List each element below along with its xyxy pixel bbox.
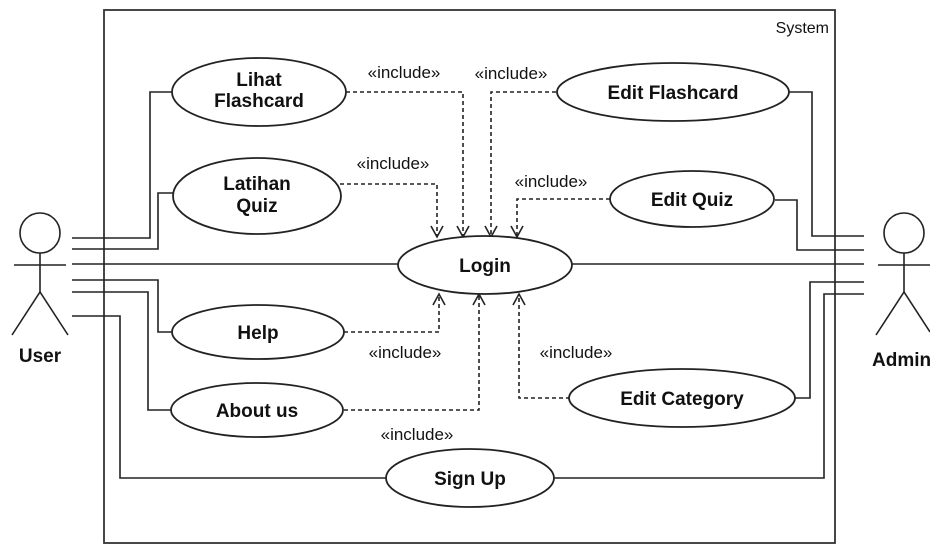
admin-associations [553, 91, 864, 479]
assoc-user-help [72, 279, 173, 333]
actor-user-legs [11, 290, 69, 336]
actor-user-head [19, 212, 61, 254]
use-case-sign-up: Sign Up [385, 448, 555, 508]
assoc-admin-edit-quiz [775, 199, 864, 251]
use-case-edit-quiz-label: Edit Quiz [651, 190, 733, 211]
system-label: System [776, 20, 829, 37]
use-case-sign-up-label: Sign Up [434, 469, 506, 490]
use-case-edit-flashcard: Edit Flashcard [556, 62, 790, 122]
use-case-login: Login [397, 235, 573, 295]
actor-admin: Admin [872, 212, 930, 371]
assoc-user-about-us [72, 291, 173, 411]
use-case-help-label: Help [237, 323, 278, 344]
use-case-edit-category: Edit Category [568, 368, 796, 428]
system-boundary [103, 9, 836, 544]
use-case-latihan-quiz-line2: Quiz [236, 196, 277, 217]
actor-admin-head [883, 212, 925, 254]
use-case-latihan-quiz: Latihan Quiz [172, 157, 342, 235]
use-case-edit-flashcard-label: Edit Flashcard [608, 83, 739, 104]
use-case-about-us-label: About us [216, 401, 298, 422]
include-label-latihan: «include» [357, 154, 430, 173]
use-case-lihat-flashcard-line1: Lihat [236, 70, 282, 91]
actor-user-label: User [19, 346, 62, 367]
use-case-edit-category-label: Edit Category [620, 389, 744, 410]
actor-admin-label: Admin [872, 350, 930, 371]
use-case-lihat-flashcard: Lihat Flashcard [171, 57, 347, 127]
include-label-edit-quiz: «include» [515, 172, 588, 191]
assoc-admin-sign-up [553, 293, 864, 479]
include-arrow-lihat-flashcard [346, 91, 464, 236]
include-arrow-edit-category [518, 294, 570, 399]
use-case-latihan-quiz-line1: Latihan [223, 174, 291, 195]
assoc-user-lihat-flashcard [72, 91, 173, 239]
assoc-admin-edit-category [795, 281, 864, 399]
assoc-user-sign-up [72, 315, 387, 479]
actor-admin-legs [875, 290, 930, 336]
use-case-edit-quiz: Edit Quiz [609, 170, 775, 228]
assoc-admin-edit-flashcard [788, 91, 864, 237]
include-label-edit-flashcard: «include» [475, 64, 548, 83]
include-arrow-edit-flashcard [490, 91, 556, 236]
actor-user: User [11, 212, 69, 367]
include-label-edit-category: «include» [540, 343, 613, 362]
user-associations [72, 91, 400, 479]
include-arrow-help [344, 294, 440, 333]
include-label-about: «include» [381, 425, 454, 444]
include-arrow-latihan-quiz [340, 183, 438, 236]
arrowhead-help [432, 292, 446, 306]
use-case-login-label: Login [459, 256, 511, 277]
use-case-about-us: About us [170, 382, 344, 438]
assoc-user-latihan-quiz [72, 192, 173, 250]
arrowhead-edit-quiz [510, 225, 524, 239]
use-case-help: Help [171, 304, 345, 360]
include-arrow-edit-quiz [516, 198, 610, 236]
use-case-lihat-flashcard-line2: Flashcard [214, 91, 304, 112]
include-label-lihat: «include» [368, 63, 441, 82]
arrowhead-latihan [430, 225, 444, 239]
include-label-help: «include» [369, 343, 442, 362]
arrowhead-edit-category [512, 292, 526, 306]
include-arrow-about-us [344, 294, 480, 411]
